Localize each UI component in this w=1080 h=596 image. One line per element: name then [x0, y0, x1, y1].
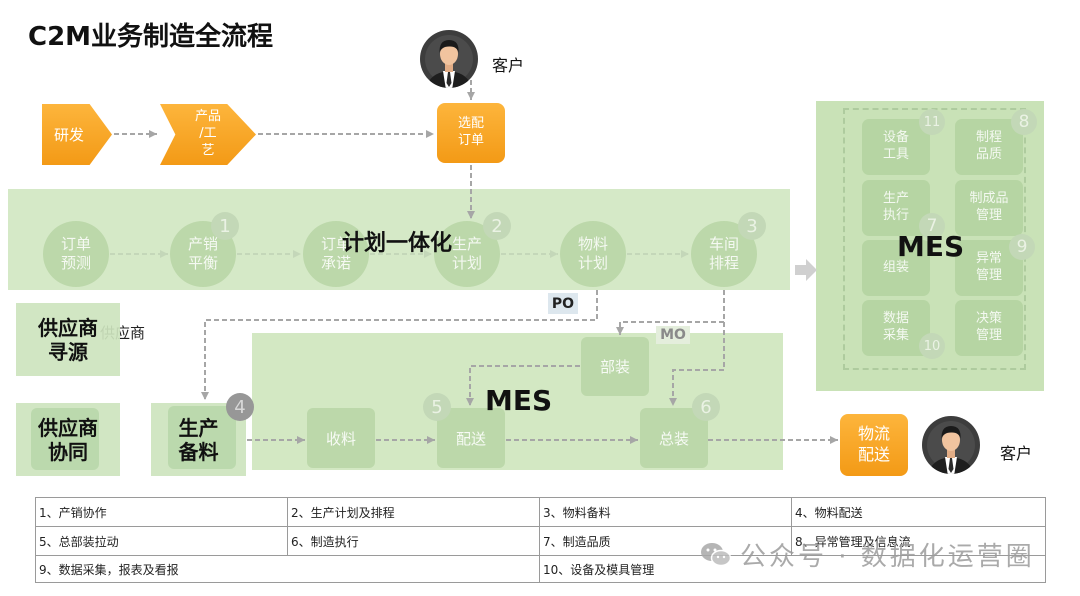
- legend-cell: 2、生产计划及排程: [287, 497, 540, 527]
- product-process-step: 产品 /工 艺: [160, 104, 256, 165]
- supplier-sourcing-box: 供应商 寻源: [16, 303, 120, 376]
- legend-cell: 10、设备及模具管理: [539, 555, 1046, 583]
- rnd-step: 研发: [42, 104, 112, 165]
- step-badge-7: 7: [919, 213, 945, 239]
- planning-node-sales-balance: 产销 平衡: [170, 221, 236, 287]
- legend-cell: 1、产销协作: [35, 497, 288, 527]
- receiving-box: 收料: [307, 408, 375, 468]
- step-badge-9: 9: [1009, 234, 1035, 260]
- step-badge-8: 8: [1011, 109, 1037, 135]
- watermark: 公众号 · 数据化运营圈: [700, 536, 1035, 573]
- customer-avatar-bottom: [922, 416, 980, 474]
- step-badge-5: 5: [423, 393, 451, 421]
- step-badge-6: 6: [692, 393, 720, 421]
- logistics-box: 物流 配送: [840, 414, 908, 476]
- po-tag: PO: [548, 293, 578, 314]
- mes-module-data-collection: 数据 采集: [862, 300, 930, 356]
- step-badge-10: 10: [919, 333, 945, 359]
- mes-module-equipment: 设备 工具: [862, 119, 930, 175]
- material-prep-inner: [168, 406, 236, 469]
- legend-cell: 5、总部装拉动: [35, 526, 288, 556]
- order-config-box: 选配 订单: [437, 103, 505, 163]
- distribution-box: 配送: [437, 408, 505, 468]
- legend-cell: 9、数据采集，报表及看报: [35, 555, 540, 583]
- rnd-step-label: 研发: [53, 126, 84, 144]
- legend-cell: 8、异常管理及信息流: [791, 526, 1046, 556]
- legend-cell: 4、物料配送: [791, 497, 1046, 527]
- mes-module-production-execution: 生产 执行: [862, 180, 930, 236]
- mes-panel-title: MES: [897, 230, 965, 263]
- material-prep-label: 生产 备料: [178, 415, 219, 464]
- product-process-label: 产品 /工 艺: [194, 109, 221, 158]
- legend-cell: 6、制造执行: [287, 526, 540, 556]
- person-avatar-icon: [922, 416, 980, 474]
- legend-row: 9、数据采集，报表及看报 10、设备及模具管理: [35, 555, 1046, 583]
- subassembly-box: 部装: [581, 337, 649, 396]
- legend-row: 1、产销协作 2、生产计划及排程 3、物料备料 4、物料配送: [35, 497, 1046, 527]
- planning-band-title: 计划一体化: [342, 231, 453, 256]
- mes-module-finished-goods: 制成品 管理: [955, 180, 1023, 236]
- customer-label-bottom: 客户: [1000, 444, 1033, 463]
- planning-node-order-forecast: 订单 预测: [43, 221, 109, 287]
- legend-table: 1、产销协作 2、生产计划及排程 3、物料备料 4、物料配送 5、总部装拉动 6…: [35, 497, 1046, 583]
- wechat-icon: [701, 542, 732, 566]
- step-badge-11: 11: [919, 109, 945, 135]
- diagram-title: C2M业务制造全流程: [28, 22, 274, 52]
- shop-floor-title: MES: [485, 384, 553, 417]
- planning-band: [8, 189, 790, 290]
- planning-node-material-plan: 物料 计划: [560, 221, 626, 287]
- legend-cell: 3、物料备料: [539, 497, 792, 527]
- mes-module-decision: 决策 管理: [955, 300, 1023, 356]
- person-avatar-icon: [420, 30, 478, 88]
- step-badge-3: 3: [738, 212, 766, 240]
- customer-label-top: 客户: [492, 56, 525, 75]
- supplier-collaboration-label: 供应商 协同: [38, 415, 98, 464]
- planning-node-order-promise: 订单 承诺: [303, 221, 369, 287]
- mo-tag: MO: [656, 326, 690, 344]
- legend-cell: 7、制造品质: [539, 526, 792, 556]
- mes-module-assembly: 组装: [862, 240, 930, 296]
- step-badge-1: 1: [211, 212, 239, 240]
- planning-to-mes-arrow: [795, 259, 817, 281]
- supplier-collaboration-inner: [31, 408, 99, 470]
- watermark-text: 公众号 · 数据化运营圈: [740, 542, 1035, 572]
- legend-row: 5、总部装拉动 6、制造执行 7、制造品质 8、异常管理及信息流: [35, 526, 1046, 556]
- customer-avatar-top: [420, 30, 478, 88]
- step-badge-2: 2: [483, 212, 511, 240]
